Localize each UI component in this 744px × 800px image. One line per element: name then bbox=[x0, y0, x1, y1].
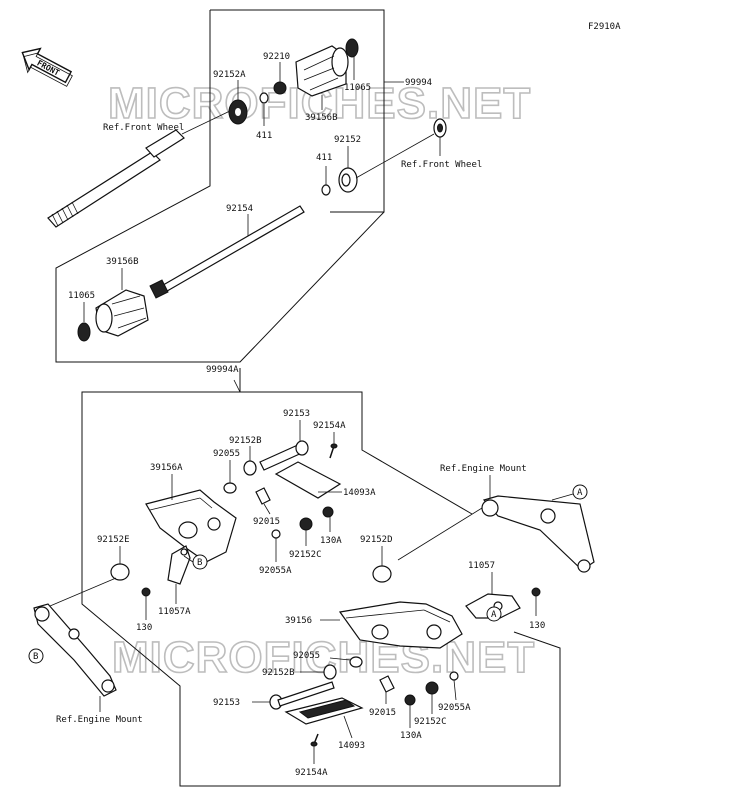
label-92152: 92152 bbox=[334, 135, 361, 145]
spacer-92152c-lower bbox=[425, 681, 439, 695]
ref-front-wheel-2: Ref.Front Wheel bbox=[401, 160, 482, 170]
frame-slider-39156b-lower bbox=[95, 289, 149, 337]
label-11057: 11057 bbox=[468, 561, 495, 571]
label-92152c-upper: 92152C bbox=[289, 550, 322, 560]
label-92152e: 92152E bbox=[97, 535, 130, 545]
cover-14093a bbox=[274, 461, 342, 499]
oring-92055-upper bbox=[223, 482, 237, 494]
cap-11065-upper bbox=[345, 38, 359, 58]
bolt-130a-lower bbox=[404, 694, 416, 706]
engine-mount-left-ref bbox=[33, 577, 117, 697]
frame-slider-39156b-upper bbox=[295, 45, 349, 97]
label-411-upper: 411 bbox=[256, 131, 272, 141]
cap-11065-lower bbox=[77, 322, 91, 342]
frame-slider-39156a bbox=[145, 489, 237, 563]
callout-a-lower: A bbox=[486, 606, 502, 622]
spacer-92152b-upper bbox=[243, 460, 257, 476]
svg-text:B: B bbox=[197, 558, 202, 568]
bracket-11057a bbox=[167, 545, 191, 585]
svg-text:A: A bbox=[491, 610, 497, 620]
bolt-130-left bbox=[141, 587, 151, 597]
label-14093: 14093 bbox=[338, 741, 365, 751]
ref-engine-mount-2: Ref.Engine Mount bbox=[440, 464, 527, 474]
washer-411-lower bbox=[321, 184, 331, 196]
label-39156b-upper: 39156B bbox=[305, 113, 338, 123]
spacer-92152e bbox=[110, 563, 130, 581]
label-92055-upper: 92055 bbox=[213, 449, 240, 459]
spacer-92152b-lower bbox=[323, 664, 337, 680]
callout-b-upper: B bbox=[183, 554, 208, 570]
label-411-lower: 411 bbox=[316, 153, 332, 163]
label-92055a-lower: 92055A bbox=[438, 703, 471, 713]
label-39156a: 39156A bbox=[150, 463, 183, 473]
oring-92055a-lower bbox=[449, 671, 459, 681]
label-92152b-lower: 92152B bbox=[262, 668, 295, 678]
ref-engine-mount-1: Ref.Engine Mount bbox=[56, 715, 143, 725]
label-130-left: 130 bbox=[136, 623, 152, 633]
label-39156b-lower: 39156B bbox=[106, 257, 139, 267]
label-92152a: 92152A bbox=[213, 70, 246, 80]
label-92153-lower: 92153 bbox=[213, 698, 240, 708]
screw-92154a-lower bbox=[310, 733, 319, 747]
bolt-92153-lower bbox=[269, 681, 335, 710]
front-arrow-icon: FRONT bbox=[21, 47, 73, 87]
label-11065-upper: 11065 bbox=[344, 83, 371, 93]
label-92154a-upper: 92154A bbox=[313, 421, 346, 431]
label-92154: 92154 bbox=[226, 204, 253, 214]
callout-a-upper: A bbox=[551, 484, 588, 501]
front-axle-ref bbox=[47, 109, 233, 228]
figure-code: F2910A bbox=[588, 22, 621, 32]
label-92152b-upper: 92152B bbox=[229, 436, 262, 446]
svg-text:B: B bbox=[33, 652, 38, 662]
label-92152c-lower: 92152C bbox=[414, 717, 447, 727]
label-92055a-upper: 92055A bbox=[259, 566, 292, 576]
collar-92015-lower bbox=[379, 675, 395, 693]
washer-411-upper bbox=[259, 92, 269, 104]
collar-92015-upper bbox=[255, 487, 271, 505]
label-130a-lower: 130A bbox=[400, 731, 422, 741]
label-130-right: 130 bbox=[529, 621, 545, 631]
oring-92055-lower bbox=[349, 656, 363, 668]
label-92210: 92210 bbox=[263, 52, 290, 62]
spacer-92152c-upper bbox=[299, 517, 313, 531]
assembly-99994: 99994 bbox=[405, 78, 432, 88]
bolt-130-right bbox=[531, 587, 541, 597]
bracket-11057 bbox=[465, 593, 521, 619]
label-92055-lower: 92055 bbox=[293, 651, 320, 661]
label-92015-upper: 92015 bbox=[253, 517, 280, 527]
label-11065-lower: 11065 bbox=[68, 291, 95, 301]
watermark-bottom: MICROFICHES.NET bbox=[112, 633, 535, 682]
bolt-92154 bbox=[149, 205, 305, 299]
ref-front-wheel-1: Ref.Front Wheel bbox=[103, 123, 184, 133]
label-92015-lower: 92015 bbox=[369, 708, 396, 718]
bolt-130a-upper bbox=[322, 506, 334, 518]
label-39156: 39156 bbox=[285, 616, 312, 626]
engine-mount-right-ref bbox=[397, 495, 595, 573]
callout-b-lower: B bbox=[28, 648, 44, 664]
lower-group-frame bbox=[81, 368, 561, 787]
screw-92154a-upper bbox=[329, 443, 338, 459]
nut-92210 bbox=[273, 81, 287, 95]
cover-14093 bbox=[284, 697, 364, 725]
bolt-92153-upper bbox=[259, 440, 309, 471]
spacer-92152a bbox=[228, 99, 248, 125]
label-130a-upper: 130A bbox=[320, 536, 342, 546]
frame-slider-39156 bbox=[338, 601, 463, 649]
label-14093a: 14093A bbox=[343, 488, 376, 498]
assembly-99994a: 99994A bbox=[206, 365, 239, 375]
oring-92055a-upper bbox=[271, 529, 281, 539]
label-92154a-lower: 92154A bbox=[295, 768, 328, 778]
label-92152d: 92152D bbox=[360, 535, 393, 545]
spacer-92152d bbox=[372, 565, 392, 583]
spacer-92152 bbox=[338, 167, 358, 193]
label-11057a: 11057A bbox=[158, 607, 191, 617]
upper-group-frame bbox=[55, 9, 404, 363]
svg-text:A: A bbox=[577, 488, 583, 498]
label-92153-upper: 92153 bbox=[283, 409, 310, 419]
